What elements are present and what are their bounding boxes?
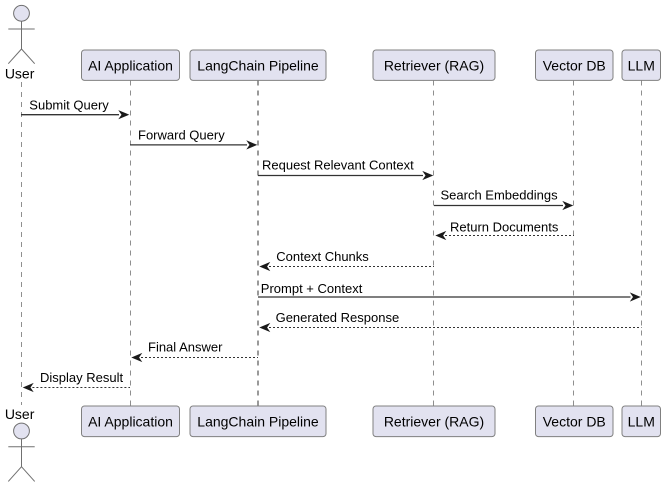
svg-text:Request Relevant Context: Request Relevant Context [262,158,414,173]
svg-text:Prompt + Context: Prompt + Context [261,281,363,296]
svg-text:Vector DB: Vector DB [543,57,606,73]
svg-text:Retriever (RAG): Retriever (RAG) [384,413,484,429]
svg-text:Submit Query: Submit Query [29,97,109,112]
svg-text:AI Application: AI Application [88,57,173,73]
svg-text:Forward Query: Forward Query [138,128,225,143]
svg-text:LLM: LLM [628,413,655,429]
svg-text:Return Documents: Return Documents [450,220,559,235]
svg-text:Generated Response: Generated Response [276,310,400,325]
svg-text:Final Answer: Final Answer [148,340,223,355]
svg-text:AI Application: AI Application [88,413,173,429]
svg-text:Retriever (RAG): Retriever (RAG) [384,57,484,73]
svg-text:Vector DB: Vector DB [543,413,606,429]
svg-text:Search Embeddings: Search Embeddings [441,187,559,202]
svg-text:LLM: LLM [628,57,655,73]
svg-text:Display Result: Display Result [40,370,123,385]
svg-text:LangChain Pipeline: LangChain Pipeline [197,57,319,73]
svg-text:User: User [5,406,35,422]
svg-text:Context Chunks: Context Chunks [276,249,369,264]
svg-text:User: User [5,65,35,81]
svg-text:LangChain Pipeline: LangChain Pipeline [197,413,319,429]
